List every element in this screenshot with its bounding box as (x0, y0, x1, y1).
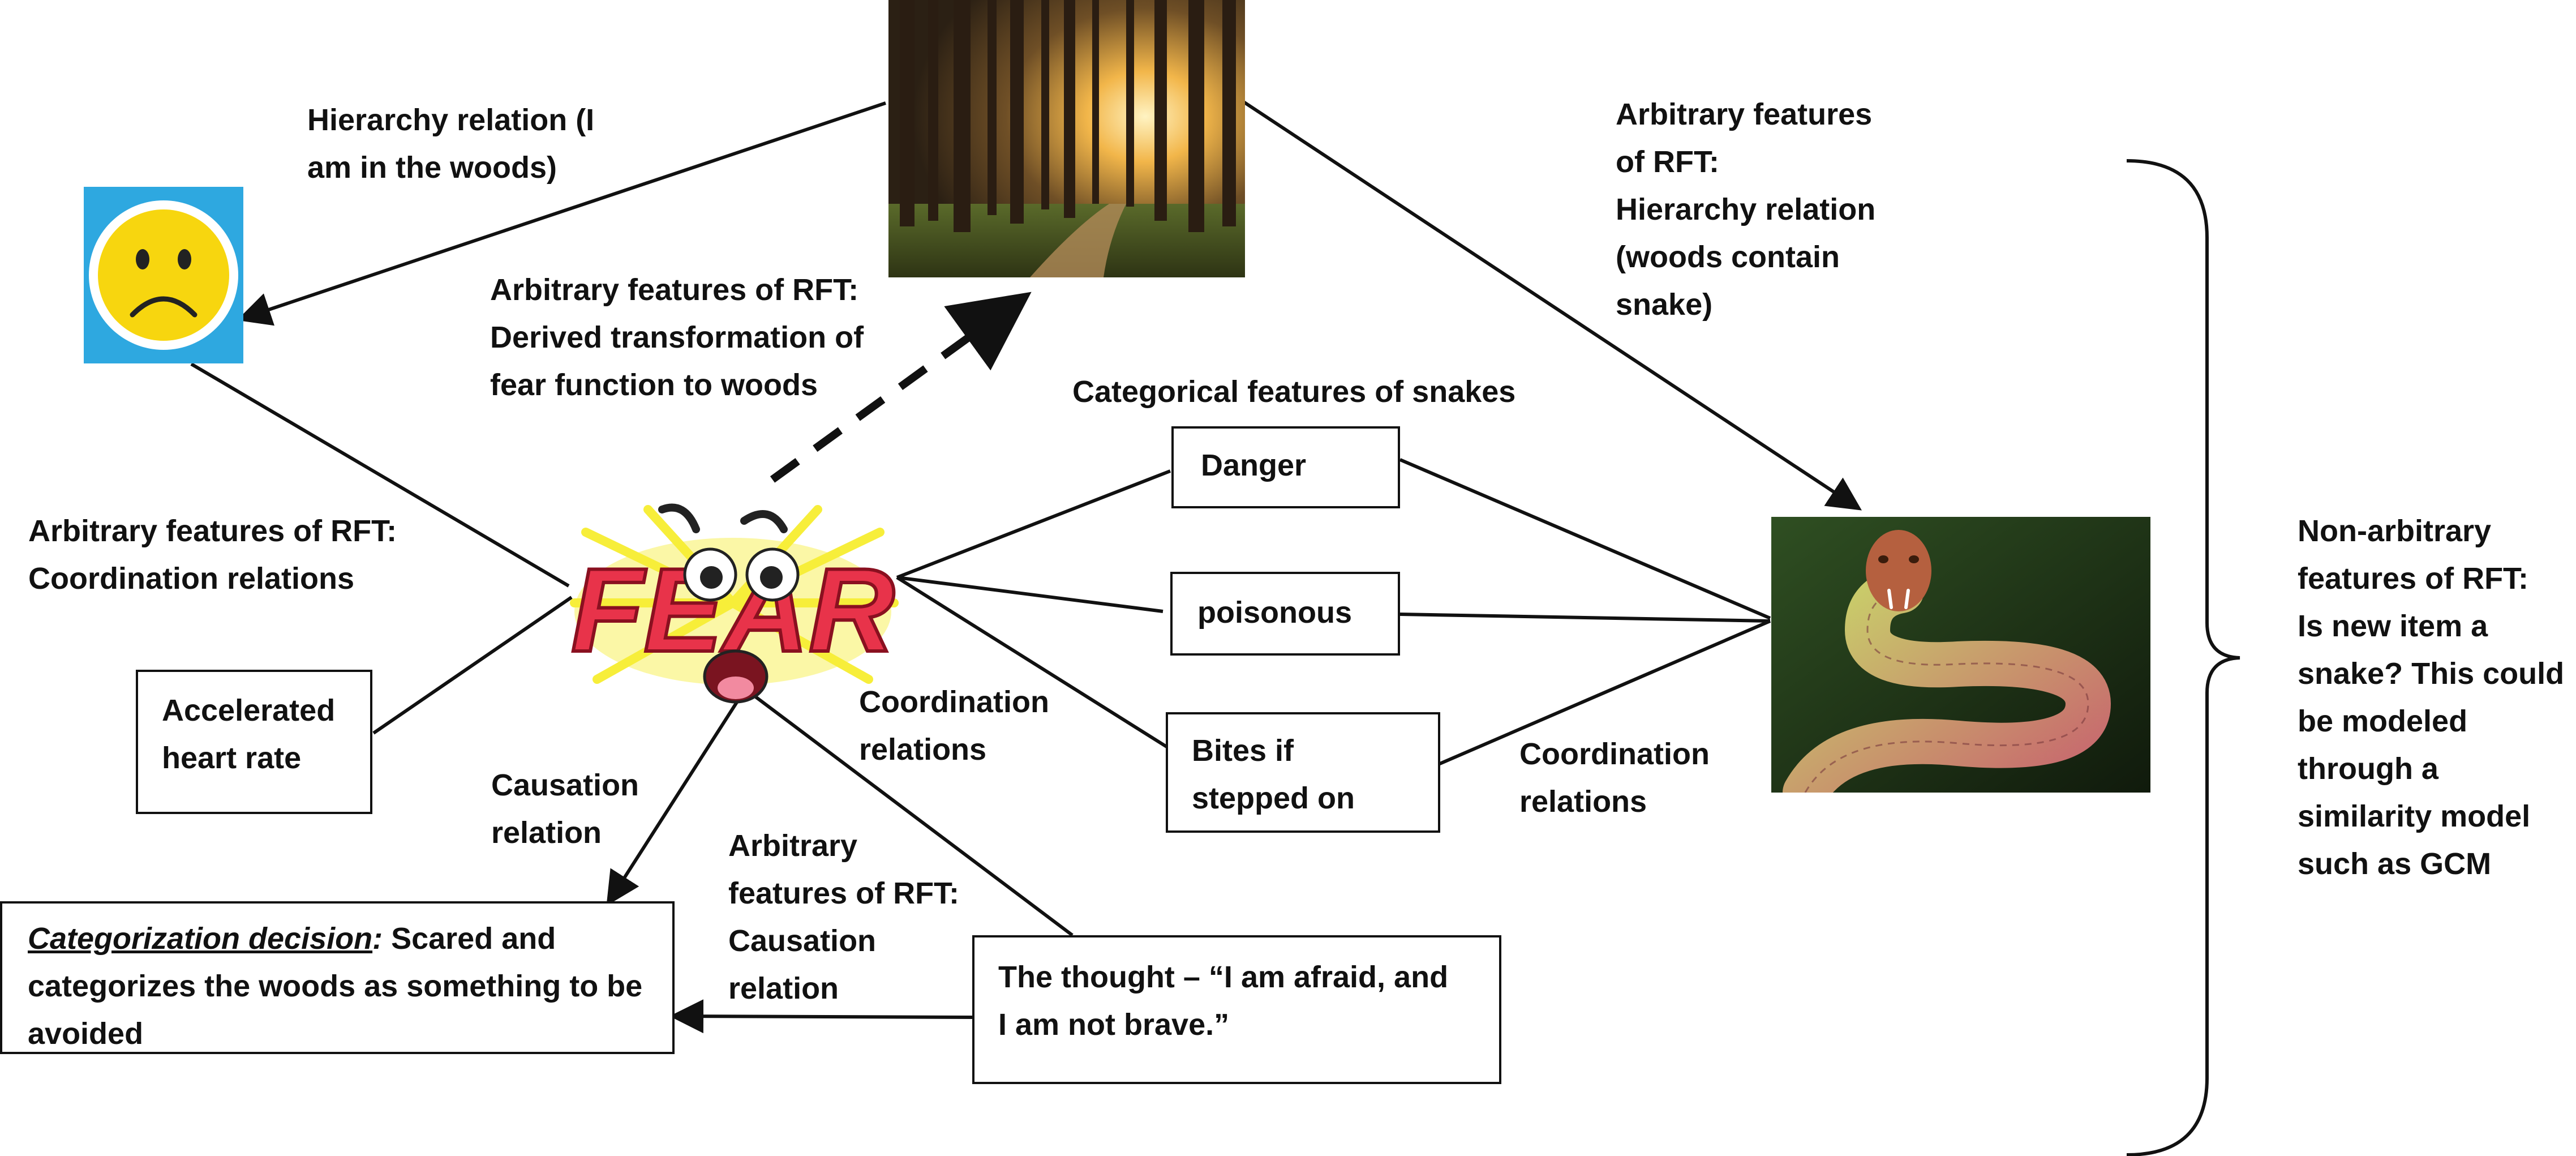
label-coordination-relations-mid: Coordination relations (859, 685, 1049, 767)
box-heart-rate-text: Accelerated heart rate (162, 693, 336, 775)
box-categorization-decision: Categorization decision: Scared and cate… (0, 901, 675, 1054)
box-poisonous: poisonous (1170, 572, 1400, 656)
line-fear-to-bites (896, 576, 1169, 749)
label-woods-contain-snake: Arbitrary features of RFT: Hierarchy rel… (1616, 97, 1876, 322)
line-fear-to-heart (372, 596, 573, 735)
snake-image (1771, 517, 2150, 793)
line-fear-to-thought (745, 688, 1074, 937)
decision-body: Scared and categorizes the woods as some… (28, 922, 643, 1051)
label-derived-transformation: Arbitrary features of RFT: Derived trans… (490, 273, 864, 402)
box-danger: Danger (1171, 426, 1400, 508)
fear-clipart: FEAR (563, 498, 903, 708)
decision-heading: Categorization decision (28, 922, 373, 956)
forest-image (888, 0, 1245, 277)
box-bites-if-stepped-on: Bites if stepped on (1166, 712, 1440, 833)
line-poisonous-to-snake (1399, 613, 1771, 623)
line-sad-to-fear (190, 362, 570, 588)
arrow-thought-to-decision (669, 999, 974, 1034)
box-danger-text: Danger (1201, 448, 1307, 482)
box-poisonous-text: poisonous (1197, 596, 1352, 630)
arrow-woods-to-sad (237, 101, 886, 326)
line-fear-to-poisonous (896, 576, 1164, 613)
line-danger-to-snake (1399, 458, 1771, 620)
box-bites-text: Bites if stepped on (1192, 734, 1355, 815)
label-coordination-relations-left: Arbitrary features of RFT: Coordination … (28, 514, 397, 596)
label-hierarchy-i-am-in-woods: Hierarchy relation (I am in the woods) (307, 103, 595, 185)
box-decision-text: Categorization decision: Scared and cate… (28, 915, 656, 1057)
decision-colon: : (372, 922, 383, 956)
arrow-woods-to-snake (1238, 97, 1862, 511)
label-categorical-features-of-snakes: Categorical features of snakes (1072, 375, 1516, 409)
label-non-arbitrary-features: Non-arbitrary features of RFT: Is new it… (2298, 514, 2565, 881)
line-bites-to-snake (1437, 619, 1771, 766)
box-accelerated-heart-rate: Accelerated heart rate (136, 670, 372, 814)
label-arbitrary-causation-relation: Arbitrary features of RFT: Causation rel… (728, 829, 960, 1005)
label-causation-relation: Causation relation (491, 768, 639, 850)
curly-brace (2126, 159, 2240, 1156)
label-coordination-relations-right: Coordination relations (1519, 737, 1710, 819)
sad-face-icon (84, 187, 243, 363)
box-thought-text: The thought – “I am afraid, and I am not… (998, 960, 1449, 1042)
line-fear-to-danger (896, 469, 1171, 579)
box-thought: The thought – “I am afraid, and I am not… (972, 935, 1501, 1084)
arrow-fear-to-decision (606, 694, 743, 906)
